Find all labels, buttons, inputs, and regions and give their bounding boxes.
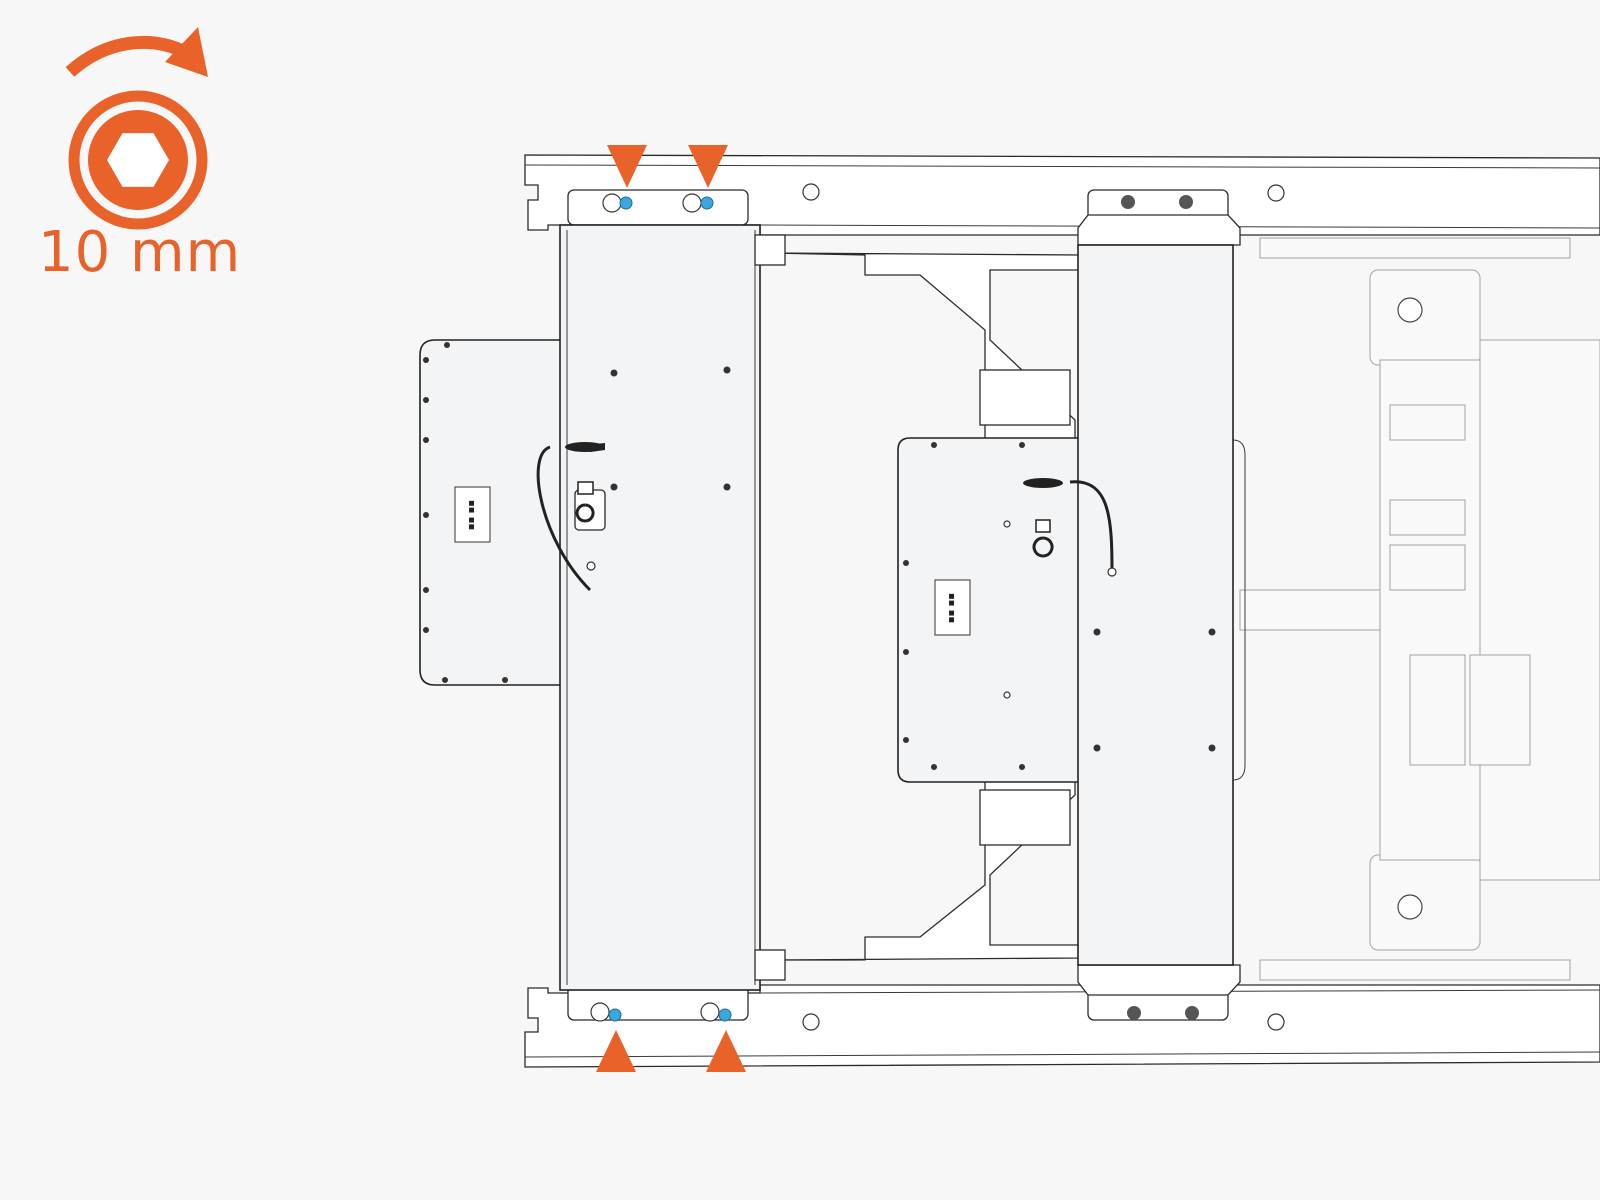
hex-socket-clockwise-icon [65,27,208,230]
bolt-bottom-right [718,1008,732,1022]
hex-bolt-head [107,133,169,187]
inner-frame [769,252,1081,961]
arrow-down-right [688,145,728,188]
bolt-top-right [700,196,714,210]
pointer-arrows [596,145,746,1072]
arrow-up-left [596,1030,636,1072]
arrow-down-left [607,145,647,188]
bottom-rail [524,984,1600,1068]
svg-text:▪▪ ▪▪: ▪▪ ▪▪ [466,500,477,530]
middle-battery-panel [1023,189,1246,1021]
left-battery-panel [536,189,786,1022]
bolt-bottom-left [608,1008,622,1022]
middle-cover-plate: ▪▪ ▪▪ [897,437,1081,783]
highlighted-bolts [608,196,732,1022]
svg-text:▪▪ ▪▪: ▪▪ ▪▪ [946,593,957,623]
socket-size-label: 10 mm [38,220,242,285]
rear-suspension [1239,237,1600,981]
socket-outer-ring [68,90,208,230]
left-cover-plate: ▪▪ ▪▪ [419,339,566,686]
bolt-top-left [619,196,633,210]
arrow-up-right [706,1030,746,1072]
rotation-arrowhead [165,27,208,77]
rotation-arrow [65,36,188,77]
